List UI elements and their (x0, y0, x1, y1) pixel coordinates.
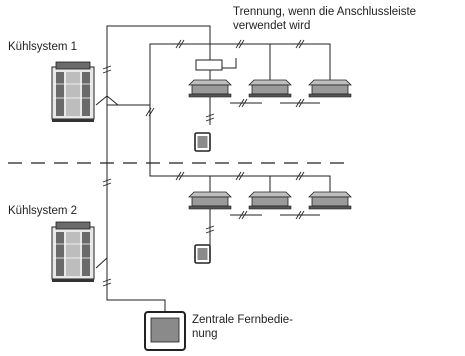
indoor-unit-icon (188, 191, 232, 210)
outdoor-unit-icon (51, 61, 95, 123)
indoor-unit-icon (248, 79, 292, 98)
outdoor-unit-icon (51, 221, 95, 283)
system1-label: Kühlsystem 1 (8, 41, 77, 53)
remote-controller-icon (194, 244, 211, 264)
central-controller-label-line1: Zentrale Fernbedie- (192, 314, 293, 326)
central-controller-label-line2: nung (192, 328, 218, 340)
terminal-block-icon (195, 59, 223, 71)
system2-label: Kühlsystem 2 (8, 205, 77, 217)
indoor-unit-icon (188, 79, 232, 98)
indoor-unit-icon (248, 191, 292, 210)
remote-controller-icon (194, 132, 211, 152)
indoor-unit-icon (308, 191, 352, 210)
separation-note-line1: Trennung, wenn die Anschlussleiste (233, 6, 416, 18)
separation-note-line2: verwendet wird (233, 20, 310, 32)
wires (95, 25, 331, 312)
indoor-unit-icon (308, 79, 352, 98)
central-controller-icon (144, 311, 186, 351)
